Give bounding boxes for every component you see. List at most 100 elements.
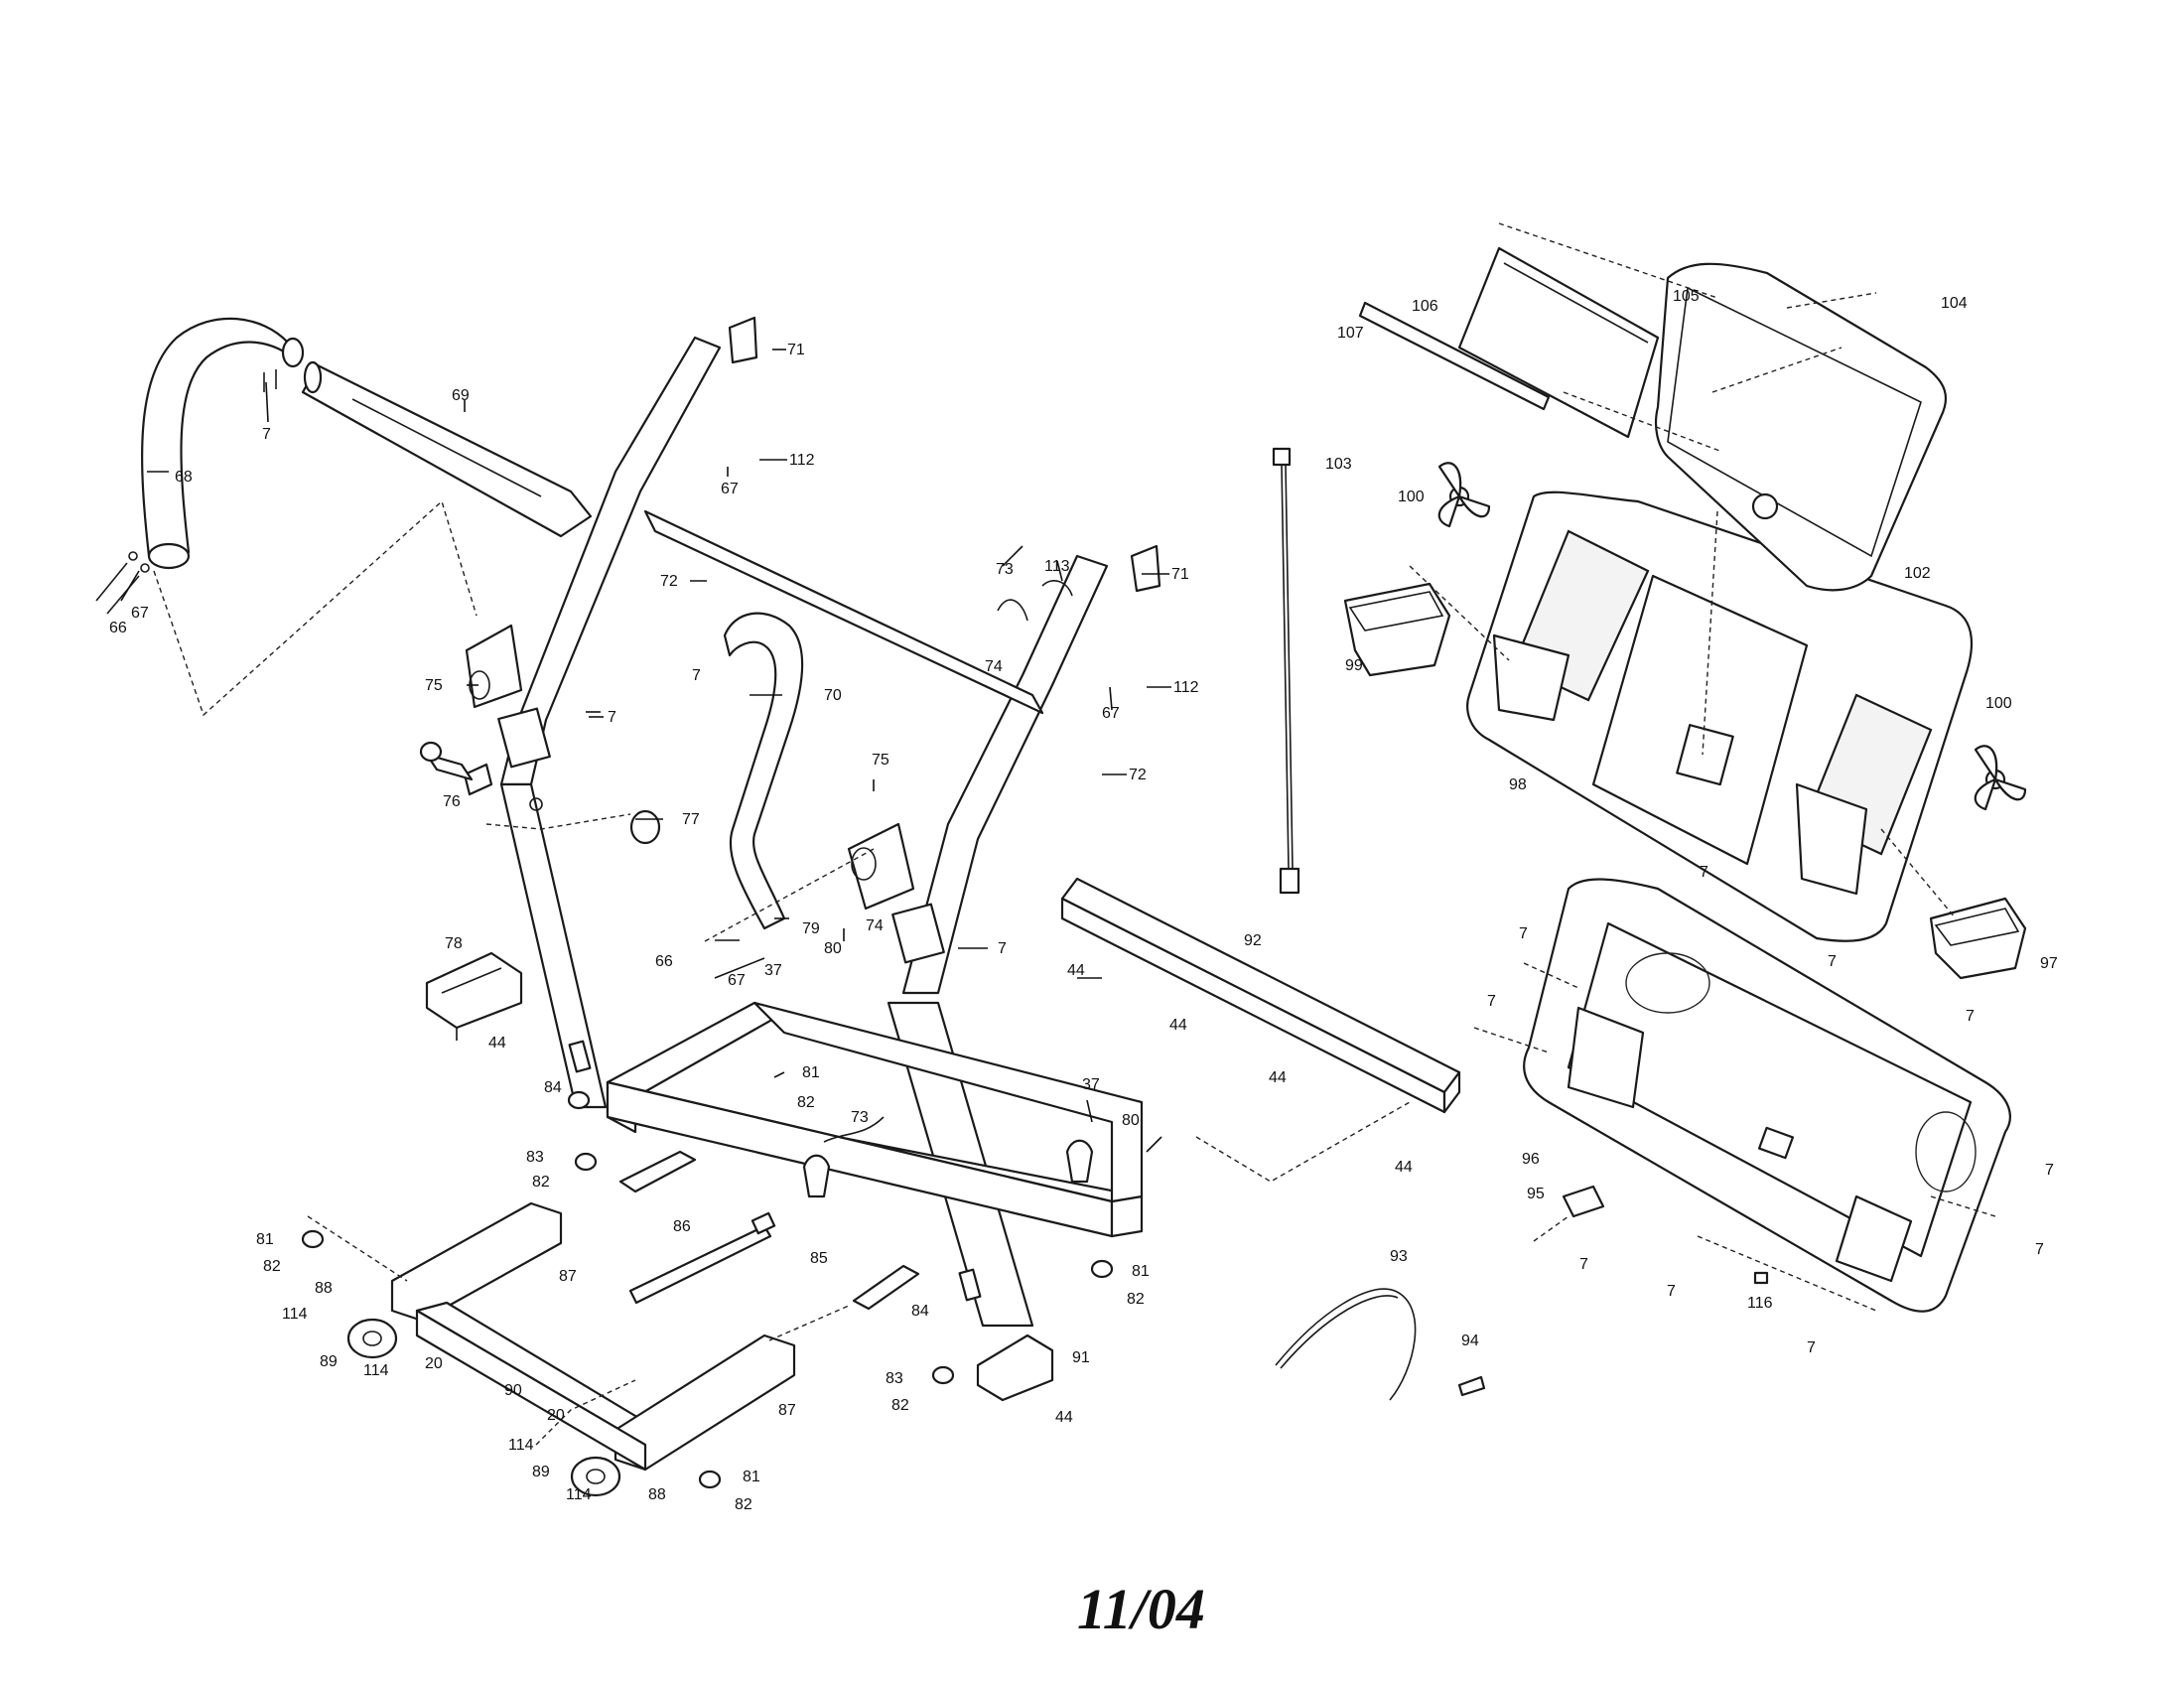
callout-100: 100 [1398,489,1425,505]
callout-69: 69 [452,387,470,404]
callout-66: 66 [109,620,127,636]
callout-103: 103 [1325,456,1352,473]
callout-74: 74 [866,917,884,934]
callout-104: 104 [1941,295,1968,312]
callout-7: 7 [692,667,701,684]
callout-88: 88 [315,1280,333,1297]
callout-91: 91 [1072,1349,1090,1366]
cup-holder-part-97 [1929,897,2027,980]
callout-102: 102 [1904,565,1931,582]
callout-114: 114 [282,1306,308,1323]
callout-73: 73 [996,561,1014,578]
callout-107: 107 [1337,325,1364,342]
center-handrail-part-70 [723,612,804,930]
callout-82: 82 [263,1258,281,1275]
callout-70: 70 [824,687,842,704]
callout-73: 73 [851,1109,869,1126]
callout-100: 100 [1985,695,2012,712]
callout-83: 83 [886,1370,903,1387]
console-lower-housing-part-96 [1523,878,2011,1313]
callout-74: 74 [985,658,1003,675]
callout-72: 72 [1129,767,1147,783]
part-116 [1753,1271,1769,1285]
callout-87: 87 [559,1268,577,1285]
callout-7: 7 [1667,1283,1676,1300]
callout-84: 84 [911,1303,929,1320]
callout-75: 75 [425,677,443,694]
callout-44: 44 [1169,1017,1187,1034]
callout-95: 95 [1527,1186,1545,1202]
callout-82: 82 [891,1397,909,1414]
handgrip-part-69 [301,360,593,538]
callout-81: 81 [802,1064,820,1081]
panel-part-106 [1457,246,1660,439]
fan-part-100-right [1974,745,2027,811]
callout-89: 89 [320,1353,338,1370]
callout-20: 20 [425,1355,443,1372]
callout-82: 82 [532,1174,550,1191]
incline-bracket-part-78 [425,951,523,1030]
motor-hood-part-92 [1060,877,1461,1114]
callout-82: 82 [735,1496,752,1513]
left-upright [497,336,722,1109]
callout-85: 85 [810,1250,828,1267]
callout-114: 114 [508,1437,534,1454]
callout-67: 67 [728,972,746,989]
cup-holder-part-99 [1343,582,1451,677]
leveling-feet [301,1090,1114,1489]
base-frame [606,1001,1144,1311]
upper-crossbar [643,509,1044,715]
console-display-part-102 [1654,262,1948,592]
callout-20: 20 [547,1407,565,1424]
callout-99: 99 [1345,657,1363,674]
callout-7: 7 [1700,864,1708,881]
callout-75: 75 [872,752,889,769]
callout-71: 71 [1171,566,1189,583]
callout-44: 44 [1269,1069,1287,1086]
revision-date: 11/04 [1077,1577,1205,1641]
callout-93: 93 [1390,1248,1408,1265]
callout-98: 98 [1509,776,1527,793]
callout-105: 105 [1673,288,1700,305]
callout-89: 89 [532,1464,550,1480]
wire-harness-part-93 [1275,1288,1417,1401]
callout-113: 113 [1044,558,1070,575]
callout-66: 66 [655,953,673,970]
misc-small-parts [419,316,1161,1143]
left-handrail-part-68 [141,317,305,570]
safety-key-part-103 [1272,447,1300,895]
callout-7: 7 [1487,993,1496,1010]
callout-84: 84 [544,1079,562,1096]
callout-leaders [120,349,1171,1153]
callout-82: 82 [1127,1291,1145,1308]
clip-part-94 [1457,1375,1486,1397]
callout-106: 106 [1412,298,1438,315]
callout-82: 82 [797,1094,815,1111]
callout-80: 80 [824,940,842,957]
callout-37: 37 [1082,1076,1100,1093]
callout-44: 44 [1395,1159,1413,1176]
callout-7: 7 [2035,1241,2044,1258]
callout-81: 81 [1132,1263,1150,1280]
callout-labels: 68 69 7 66 67 71 112 67 72 73 113 71 74 … [109,288,2058,1513]
callout-114: 114 [566,1486,592,1503]
callout-67: 67 [1102,705,1120,722]
callout-7: 7 [1519,925,1528,942]
console-base-part-98 [1466,491,1974,942]
callout-116: 116 [1747,1295,1773,1312]
assembly-dashed-lines [153,222,1996,1446]
callout-86: 86 [673,1218,691,1235]
foot-bracket-part-91 [976,1333,1054,1402]
plate-part-95 [1562,1185,1605,1218]
rear-base-frame-part-90 [390,1201,796,1472]
callout-112: 112 [1173,679,1199,696]
callout-67: 67 [131,605,149,622]
callout-81: 81 [743,1469,760,1485]
callout-7: 7 [608,709,616,726]
callout-78: 78 [445,935,463,952]
callout-96: 96 [1522,1151,1540,1168]
callout-77: 77 [682,811,700,828]
callout-7: 7 [2045,1162,2054,1179]
callout-37: 37 [764,962,782,979]
